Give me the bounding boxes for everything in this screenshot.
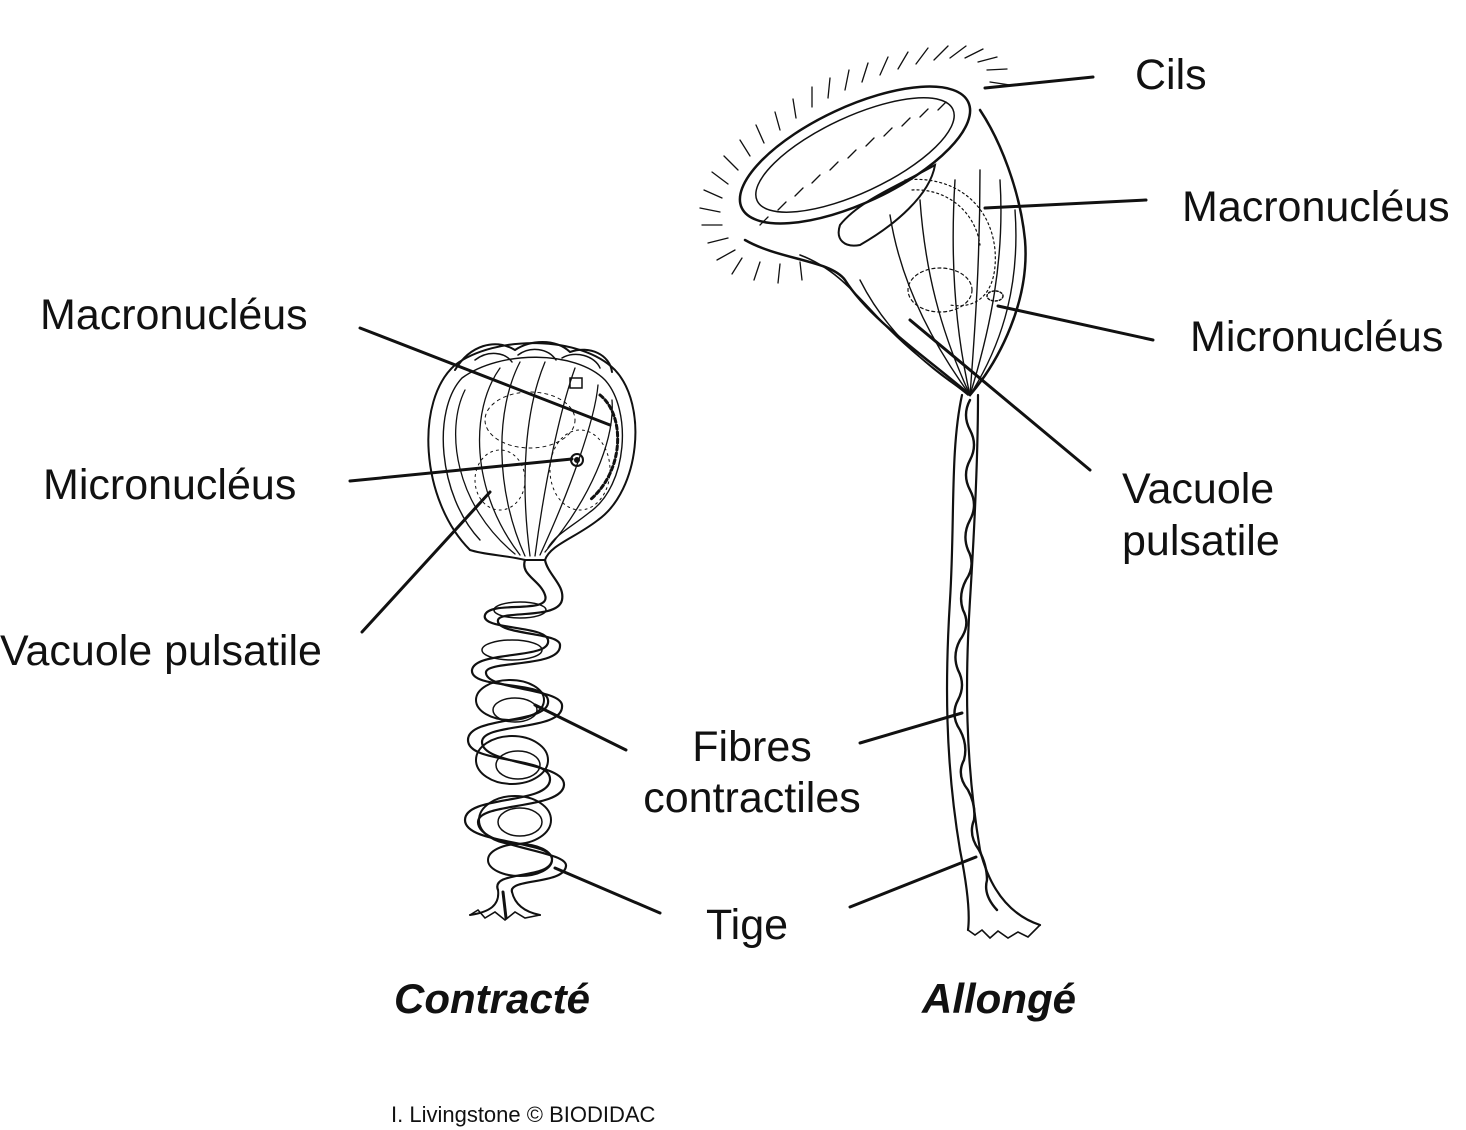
cilia-fringe — [699, 45, 1011, 284]
leader-contracted-macronucleus — [358, 326, 612, 427]
extended-bell — [699, 45, 1027, 397]
leader-extended-macronucleus — [983, 198, 1148, 210]
contracted-organism — [427, 341, 637, 922]
label-contracted-macronucleus: Macronucléus — [40, 291, 308, 339]
label-fibres-line1: Fibres — [692, 723, 812, 771]
extended-stalk — [945, 393, 1042, 940]
leader-stalk-left — [553, 866, 662, 915]
leader-extended-micronucleus — [996, 304, 1155, 342]
leader-lines — [348, 75, 1155, 915]
label-extended-vacuole-line2: pulsatile — [1122, 517, 1280, 565]
credit-line: I. Livingstone © BIODIDAC — [391, 1102, 656, 1127]
caption-contracted: Contracté — [394, 975, 591, 1022]
contracted-stalk — [463, 558, 568, 922]
label-extended-micronucleus: Micronucléus — [1190, 313, 1444, 361]
label-fibres-line2: contractiles — [643, 774, 861, 822]
leader-cilia — [983, 75, 1095, 90]
label-stalk: Tige — [706, 901, 789, 949]
leader-contracted-micronucleus — [348, 457, 574, 483]
leader-extended-vacuole — [908, 318, 1092, 472]
leader-fibres-right — [858, 711, 964, 745]
label-contracted-vacuole: Vacuole pulsatile — [0, 627, 322, 675]
label-extended-macronucleus: Macronucléus — [1182, 183, 1450, 231]
label-contracted-micronucleus: Micronucléus — [43, 461, 297, 509]
label-cilia: Cils — [1135, 51, 1207, 99]
caption-extended: Allongé — [922, 975, 1076, 1022]
label-extended-vacuole-line1: Vacuole — [1122, 465, 1275, 513]
leader-stalk-right — [848, 855, 978, 909]
leader-contracted-vacuole — [360, 490, 492, 634]
leader-fibres-left — [533, 703, 628, 752]
